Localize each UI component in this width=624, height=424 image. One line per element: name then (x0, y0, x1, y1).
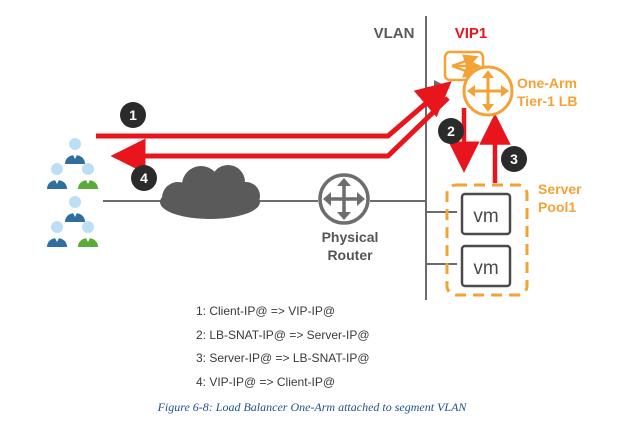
svg-text:3: 3 (510, 151, 518, 167)
router-icon (318, 173, 370, 225)
svg-text:2: 2 (447, 123, 455, 139)
svg-text:4: 4 (140, 170, 148, 186)
vip-label: VIP1 (455, 25, 488, 42)
figure-caption: Figure 6-8: Load Balancer One-Arm attach… (157, 400, 467, 414)
legend-item: 4: VIP-IP@ => Client-IP@ (196, 374, 336, 389)
svg-text:1: 1 (129, 107, 137, 123)
router-label-line2: Router (327, 247, 373, 263)
cloud-icon (160, 165, 260, 219)
users-group-icon (47, 138, 98, 247)
flow-arrow-1 (96, 81, 452, 139)
svg-text:vm: vm (473, 258, 498, 279)
pool-label-line1: Server (538, 181, 582, 197)
step-badge-2: 2 (438, 118, 464, 144)
lb-label-line1: One-Arm (517, 75, 577, 91)
flow-arrow-4 (110, 96, 450, 174)
legend-item: 3: Server-IP@ => LB-SNAT-IP@ (196, 351, 370, 365)
vm-icon: vm (460, 244, 512, 288)
step-badge-1: 1 (120, 102, 146, 128)
load-balancer-icon (443, 50, 514, 117)
step-badge-4: 4 (131, 165, 157, 191)
router-label-line1: Physical (322, 229, 379, 245)
svg-text:vm: vm (473, 206, 498, 227)
step-badge-3: 3 (501, 146, 527, 172)
flow-legend: 1: Client-IP@ => VIP-IP@ 2: LB-SNAT-IP@ … (196, 300, 370, 394)
legend-item: 1: Client-IP@ => VIP-IP@ (196, 304, 336, 318)
lb-label-line2: Tier-1 LB (517, 93, 577, 109)
pool-label-line2: Pool1 (538, 199, 576, 215)
vm-icon: vm (460, 192, 512, 236)
vlan-label: VLAN (374, 25, 415, 42)
legend-item: 2: LB-SNAT-IP@ => Server-IP@ (196, 327, 370, 342)
